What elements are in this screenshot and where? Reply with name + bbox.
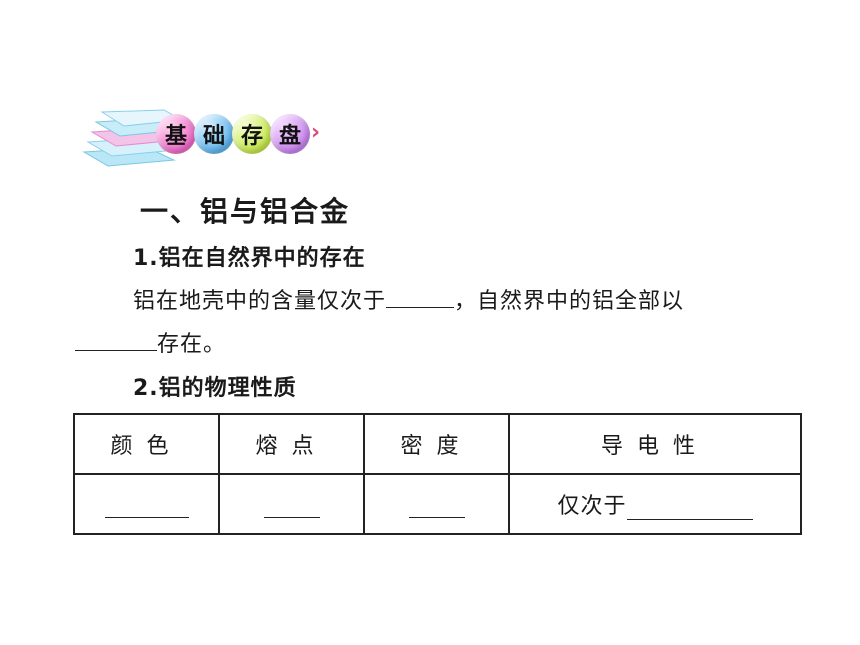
header-density: 密度 xyxy=(363,413,510,475)
subheading-1: 1.铝在自然界中的存在 xyxy=(133,246,366,271)
section-title: 一、铝与铝合金 xyxy=(140,195,351,228)
header-color: 颜色 xyxy=(73,413,220,475)
para1-text-a: 铝在地壳中的含量仅次于 xyxy=(133,289,387,315)
density-cell xyxy=(363,473,510,535)
fill-blank-conductivity[interactable] xyxy=(626,493,753,520)
badge-char-3: 存 xyxy=(232,114,272,154)
badge-char-4: 盘 xyxy=(270,114,310,154)
color-cell xyxy=(73,473,220,535)
chevron-right-icon: › xyxy=(311,120,321,145)
conductivity-cell: 仅次于 xyxy=(508,473,802,535)
badge-char-1: 基 xyxy=(156,114,196,154)
fill-blank-density[interactable] xyxy=(408,491,465,518)
badge-char-2: 础 xyxy=(194,114,234,154)
paragraph-line-2: 存在。 xyxy=(75,326,226,358)
paragraph-line-1: 铝在地壳中的含量仅次于 ，自然界中的铝全部以 xyxy=(133,283,684,315)
fill-blank-2[interactable] xyxy=(75,326,157,352)
fill-blank-melting-point[interactable] xyxy=(263,491,320,518)
melting-point-cell xyxy=(218,473,365,535)
fill-blank-color[interactable] xyxy=(104,491,189,518)
properties-table: 颜色 熔点 密度 导电性 仅次于 xyxy=(73,413,802,535)
table-header-row: 颜色 熔点 密度 导电性 xyxy=(73,413,802,475)
table-row: 仅次于 xyxy=(73,473,802,535)
section-badge: 基 础 存 盘 › xyxy=(78,108,338,170)
header-conductivity: 导电性 xyxy=(508,413,802,475)
subheading-2: 2.铝的物理性质 xyxy=(133,376,297,401)
para2-text: 存在。 xyxy=(157,332,227,358)
header-melting-point: 熔点 xyxy=(218,413,365,475)
conductivity-prefix: 仅次于 xyxy=(557,494,627,519)
fill-blank-1[interactable] xyxy=(386,283,455,309)
para1-text-b: ，自然界中的铝全部以 xyxy=(454,289,685,315)
